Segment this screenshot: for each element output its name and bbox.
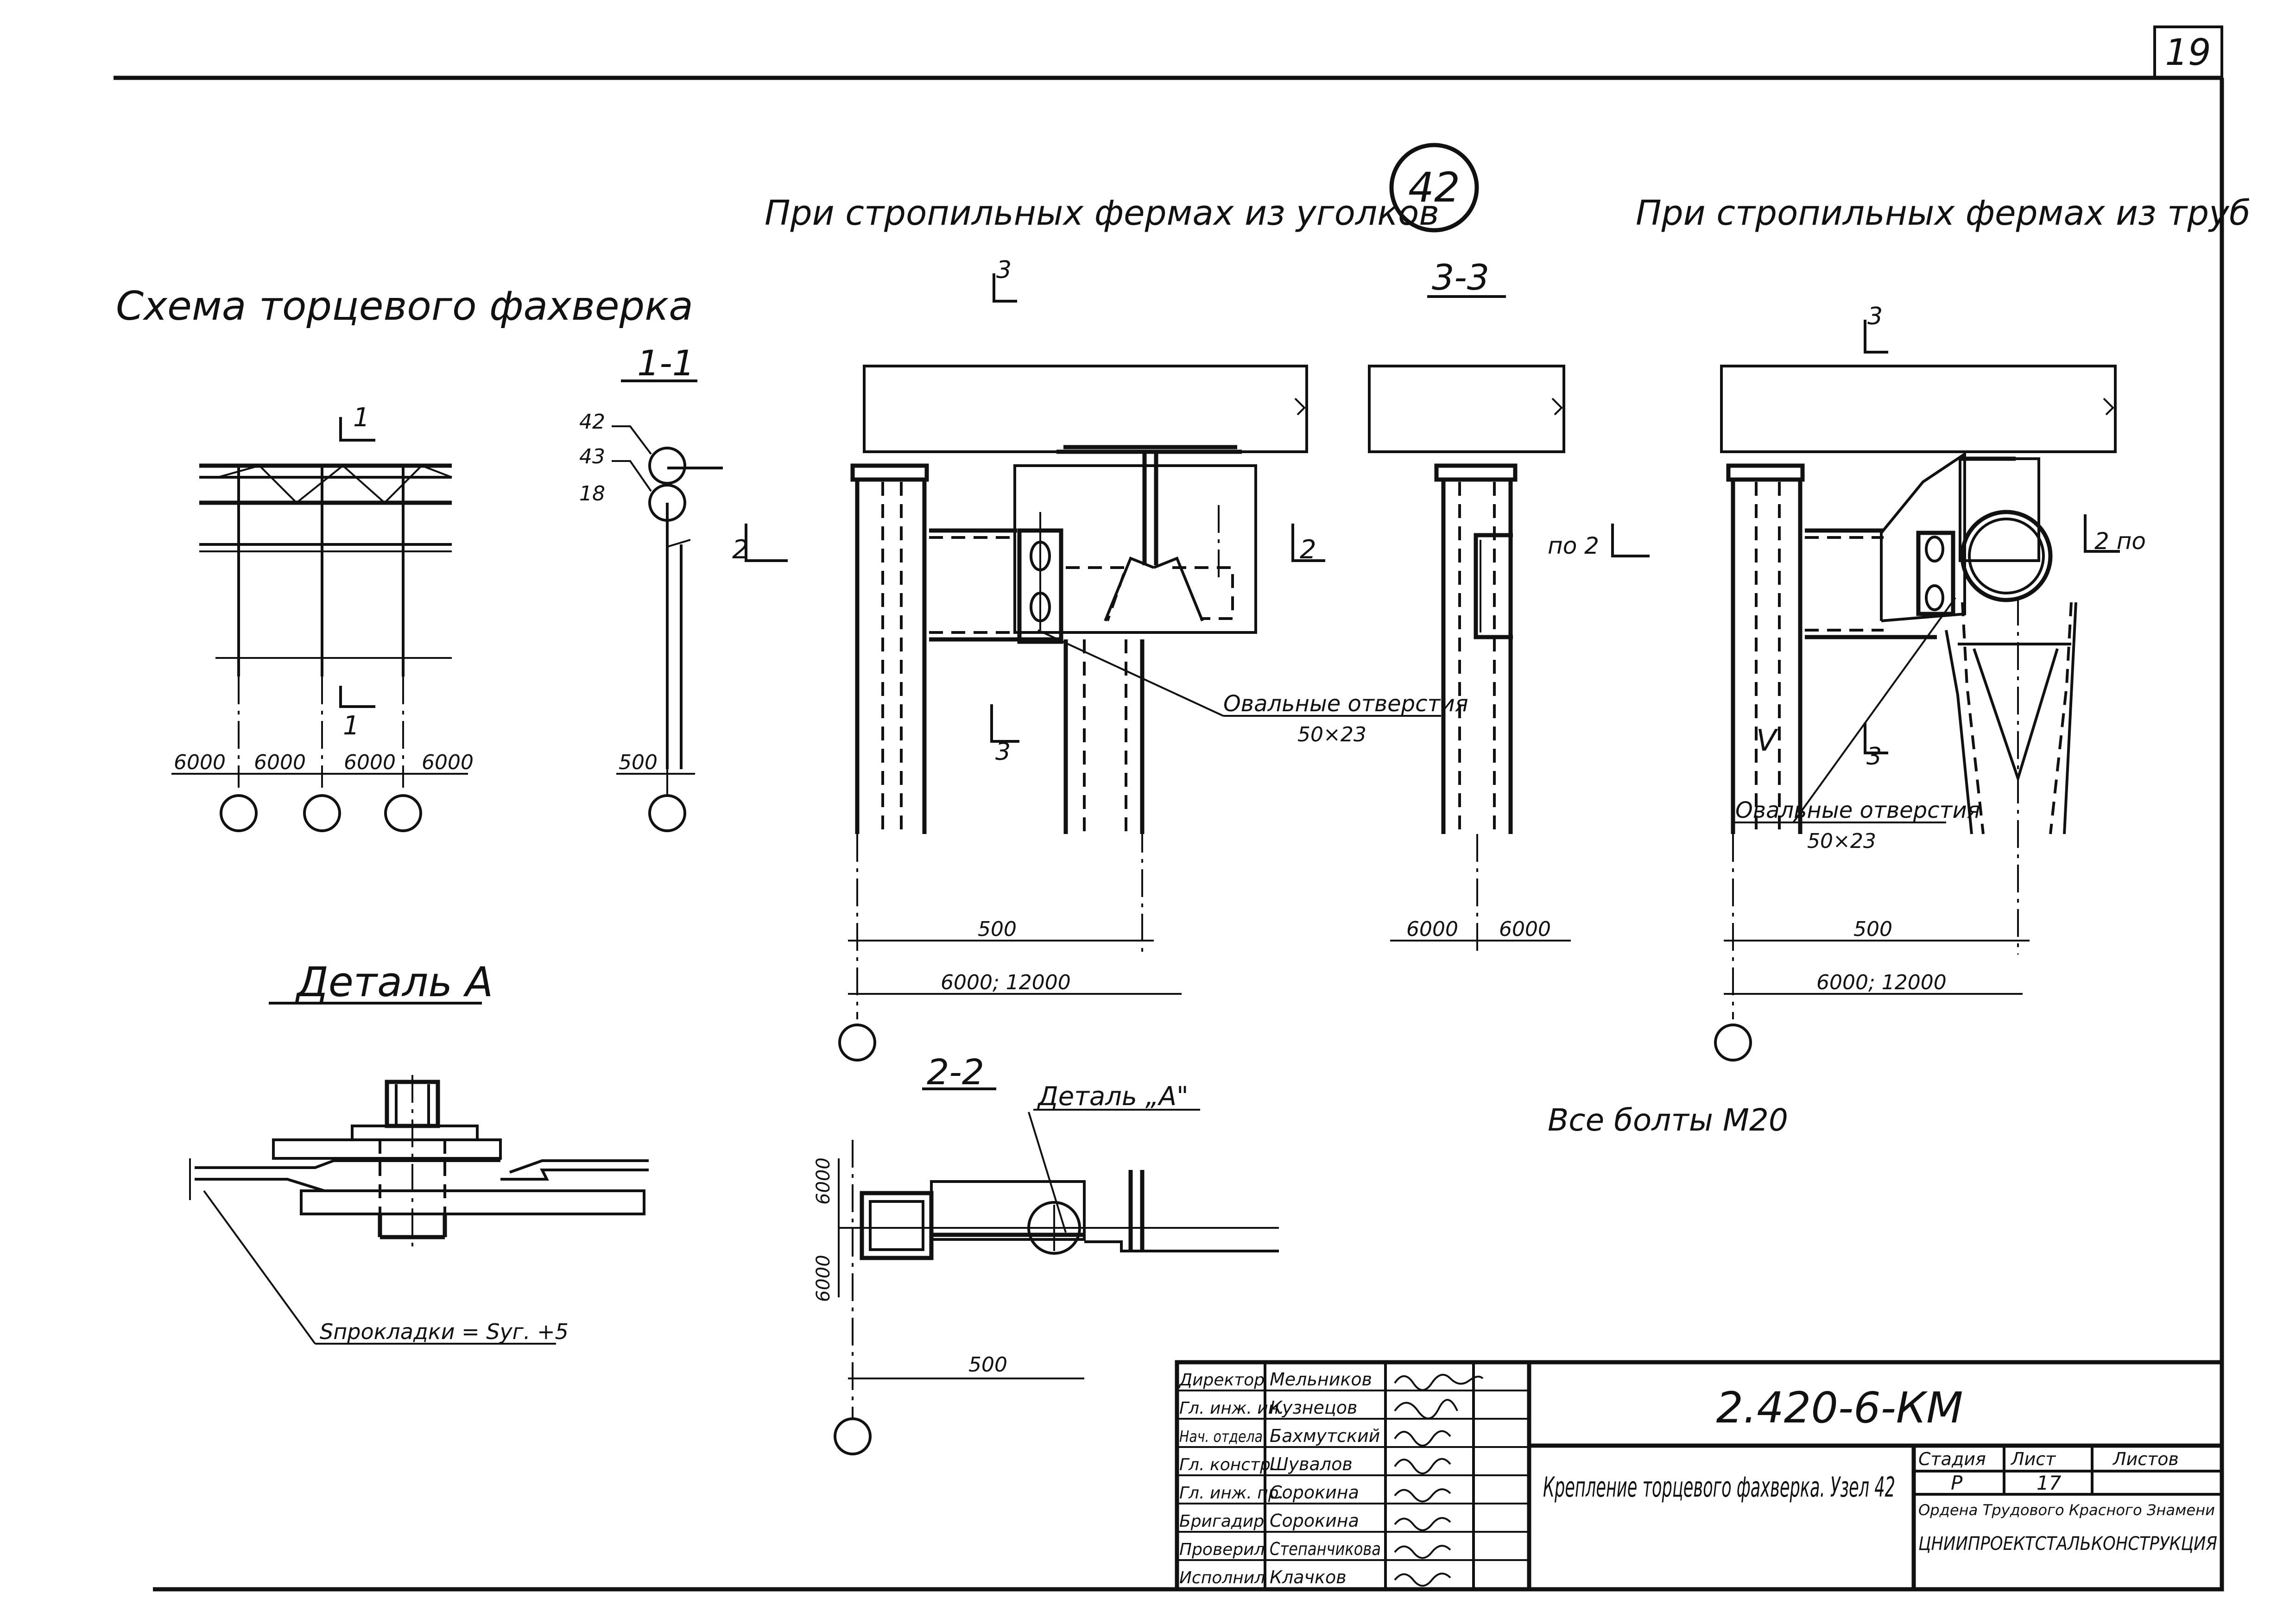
scheme-span-2: 6000 <box>254 751 306 774</box>
sheet-value: 17 <box>2037 1472 2062 1494</box>
right-node-cut-3-bottom: 3 <box>1866 743 1882 771</box>
section-1-1-dim: 500 <box>619 751 658 774</box>
section-3-3-cut-ref: по 2 <box>1548 532 1599 559</box>
section-1-1-callout-2: 43 <box>579 445 605 468</box>
detail-a-drawing <box>189 1075 649 1345</box>
name-1: Мельников <box>1270 1369 1372 1390</box>
name-6: Сорокина <box>1270 1511 1359 1531</box>
drawing-title: Крепление торцевого фахверка. Узел 42 <box>1543 1471 1895 1504</box>
name-2: Кузнецов <box>1270 1397 1357 1418</box>
handwritten-signatures <box>1394 1374 1484 1587</box>
node-marker: 42 <box>1408 164 1460 211</box>
sheet-label: Лист <box>2010 1449 2056 1469</box>
org-line-2: ЦНИИПРОЕКТСТАЛЬКОНСТРУКЦИЯ <box>1918 1533 2217 1555</box>
section-2-2-drawing <box>834 1112 1279 1455</box>
sheet-number: 19 <box>2165 32 2211 74</box>
role-8: Исполнил <box>1179 1568 1265 1587</box>
section-1-1-title: 1-1 <box>637 342 695 384</box>
name-5: Сорокина <box>1270 1482 1359 1503</box>
name-4: Шувалов <box>1270 1454 1353 1474</box>
left-node-cut-3-top: 3 <box>996 256 1012 284</box>
left-node-dim-500: 500 <box>978 917 1017 941</box>
right-node-drawing <box>1714 320 2120 1062</box>
section-2-2-dim-500: 500 <box>968 1353 1007 1377</box>
scheme-drawing <box>171 417 468 832</box>
role-7: Проверил <box>1179 1540 1265 1559</box>
section-3-3-dim-1: 6000 <box>1406 917 1458 941</box>
left-node-oval-holes: Овальные отверстия <box>1223 691 1468 717</box>
right-node-oval-size: 50×23 <box>1807 829 1876 853</box>
left-node-dim-span: 6000; 12000 <box>941 971 1071 994</box>
section-1-1-callout-1: 42 <box>579 410 605 434</box>
stage-label: Стадия <box>1918 1449 1986 1469</box>
role-5: Гл. инж. пр. <box>1179 1484 1284 1503</box>
stage-value: Р <box>1951 1472 1963 1494</box>
section-2-2-dim-v2: 6000 <box>813 1255 834 1302</box>
signature-rows: Директор Мельников Гл. инж. ин. Кузнецов… <box>1178 1369 1381 1587</box>
right-node-cut-2: 2 по <box>2094 528 2146 555</box>
angles-variant-title: При стропильных фермах из уголков <box>765 193 1439 233</box>
left-node-cut-3-bottom: 3 <box>995 738 1011 766</box>
scheme-span-1: 6000 <box>174 751 226 774</box>
scheme-span-4: 6000 <box>422 751 474 774</box>
detail-a-pad-formula: Sпрокладки = Sуг. +5 <box>320 1319 569 1344</box>
role-1: Директор <box>1178 1371 1265 1390</box>
section-2-2-title: 2-2 <box>927 1051 984 1093</box>
detail-a-reference: Деталь „А" <box>1037 1081 1189 1112</box>
left-node-drawing <box>838 273 1441 1062</box>
role-2: Гл. инж. ин. <box>1179 1399 1284 1418</box>
scheme-span-3: 6000 <box>344 751 396 774</box>
bolts-note: Все болты М20 <box>1548 1102 1788 1138</box>
right-node-dim-span: 6000; 12000 <box>1816 971 1947 994</box>
section-1-1-drawing <box>612 425 788 832</box>
scheme-cut-mark-top: 1 <box>353 403 370 433</box>
scheme-cut-mark-bottom: 1 <box>343 711 360 741</box>
role-4: Гл. констр. <box>1179 1455 1276 1474</box>
section-1-1-cut-2: 2 <box>732 535 749 565</box>
right-node-dim-500: 500 <box>1853 917 1892 941</box>
right-node-cut-3-top: 3 <box>1867 303 1883 330</box>
name-7: Степанчикова <box>1270 1539 1381 1559</box>
scheme-title: Схема торцевого фахверка <box>116 283 693 329</box>
section-3-3-drawing <box>1368 365 1650 954</box>
role-6: Бригадир <box>1179 1512 1264 1531</box>
section-3-3-title: 3-3 <box>1432 257 1489 298</box>
name-8: Клачков <box>1270 1567 1347 1587</box>
pipes-variant-title: При стропильных фермах из труб <box>1636 193 2251 233</box>
section-2-2-dim-v1: 6000 <box>813 1157 834 1205</box>
sheets-label: Листов <box>2112 1449 2179 1469</box>
section-3-3-dim-2: 6000 <box>1499 917 1551 941</box>
node-marker-circle <box>1389 143 1479 233</box>
org-line-1: Ордена Трудового Красного Знамени <box>1918 1501 2215 1519</box>
section-1-1-callout-3: 18 <box>579 482 605 506</box>
doc-code: 2.420-6-КМ <box>1716 1383 1963 1433</box>
title-block <box>1175 1360 2224 1592</box>
detail-a-title: Деталь А <box>295 958 493 1006</box>
left-node-cut-2: 2 <box>1300 535 1316 565</box>
right-node-mark-v: V <box>1756 724 1778 758</box>
right-node-oval-holes: Овальные отверстия <box>1735 797 1980 823</box>
left-node-oval-size: 50×23 <box>1297 723 1366 746</box>
name-3: Бахмутский <box>1270 1426 1380 1446</box>
role-3: Нач. отдела <box>1179 1428 1263 1446</box>
